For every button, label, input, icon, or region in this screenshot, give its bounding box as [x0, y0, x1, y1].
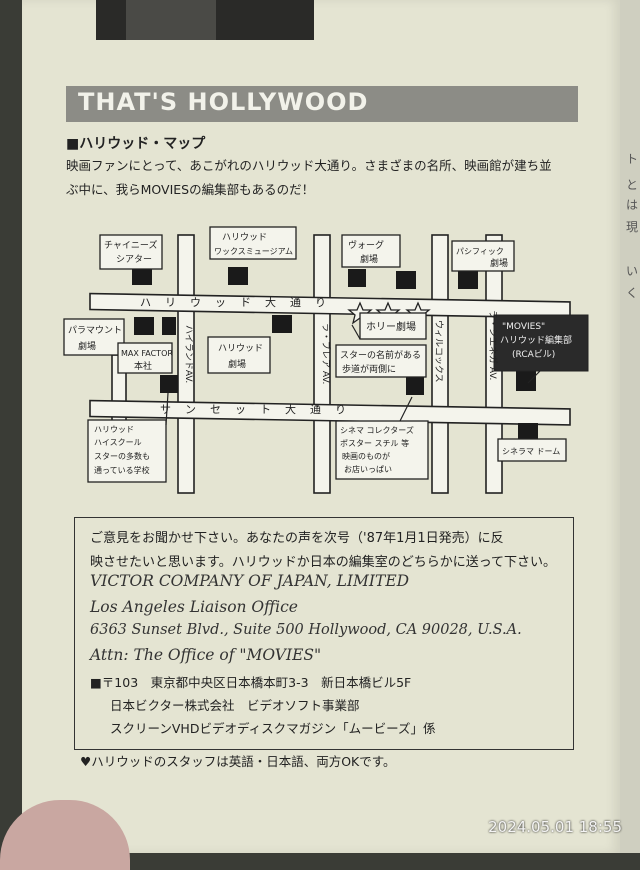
place-label: パシフィック	[456, 247, 504, 256]
edge-char: 現	[626, 220, 639, 234]
place-label: 通っている学校	[94, 465, 150, 475]
edge-char: と	[626, 178, 639, 192]
pointer-line	[165, 392, 169, 426]
place-label: (RCAビル)	[512, 349, 555, 360]
top-photo	[96, 0, 314, 40]
building-marker	[406, 377, 424, 395]
label-box	[99, 234, 163, 270]
street-label: ハリウッド大通り	[140, 295, 340, 309]
edge-char: は	[626, 198, 639, 212]
place-label: チャイニーズ	[104, 239, 157, 251]
place-label: 劇場	[78, 340, 96, 352]
building-marker	[134, 317, 154, 335]
japan-company: 日本ビクター株式会社 ビデオソフト事業部	[110, 698, 360, 713]
building-marker	[396, 271, 416, 289]
place-label: 歩道が両側に	[342, 363, 396, 375]
label-box	[207, 336, 271, 374]
place-label: シアター	[116, 254, 152, 265]
contact-intro: ご意見をお聞かせ下さい。あなたの声を次号（'87年1月1日発売）に反 映させたい…	[90, 527, 565, 575]
footer-note: ♥ハリウッドのスタッフは英語・日本語、両方OKです。	[80, 754, 396, 769]
edge-char: い	[626, 264, 639, 278]
label-box	[63, 318, 125, 356]
label-box	[341, 234, 401, 268]
place-label: "MOVIES"	[502, 322, 545, 332]
photo-timestamp: 2024.05.01 18:55	[488, 818, 622, 836]
street-label: ラ・シエネガ AV.	[487, 310, 498, 380]
place-label: シネマ コレクターズ	[340, 425, 414, 435]
pointer-line	[399, 396, 413, 422]
place-label: スターの多数も	[94, 451, 150, 461]
building-marker	[272, 315, 292, 333]
office-name: Los Angeles Liaison Office	[90, 598, 298, 616]
building-marker	[160, 375, 178, 393]
contact-intro-line: 映させたいと思います。ハリウッドか日本の編集室のどちらかに送って下さい。	[90, 555, 557, 570]
label-box	[335, 420, 429, 480]
place-label: MAX FACTOR	[121, 349, 173, 358]
building-marker	[228, 267, 248, 285]
place-label: お店いっぱい	[344, 464, 392, 474]
label-box	[117, 342, 173, 374]
label-box	[359, 312, 427, 340]
japan-address: ■〒103 東京都中央区日本橋本町3-3 新日本橋ビル5F	[90, 675, 412, 690]
banner-title: THAT'S HOLLYWOOD	[78, 88, 369, 116]
intro-line: 映画ファンにとって、あこがれのハリウッド大通り。さまざまの名所、映画館が建ち並	[66, 158, 552, 173]
intro-text: 映画ファンにとって、あこがれのハリウッド大通り。さまざまの名所、映画館が建ち並 …	[66, 154, 576, 202]
place-label: ハイスクール	[94, 438, 142, 447]
pointer-line	[351, 324, 361, 340]
building-marker	[348, 269, 366, 287]
place-label: ポスター スチル 等	[340, 438, 409, 448]
place-label: ハリウッド編集部	[500, 334, 572, 346]
place-label: パラマウント	[68, 325, 122, 336]
place-label: ワックスミュージアム	[214, 247, 293, 256]
building-marker	[518, 423, 538, 443]
place-label: ハリウッド	[94, 425, 134, 434]
intro-line: ぶ中に、我らMOVIESの編集部もあるのだ！	[66, 182, 315, 197]
company-name: VICTOR COMPANY OF JAPAN, LIMITED	[90, 572, 410, 590]
label-box	[497, 438, 567, 462]
place-label: スターの名前がある	[340, 349, 421, 361]
place-label: ホリー劇場	[366, 320, 416, 333]
place-label: ハリウッド	[222, 232, 267, 243]
street-label: ラ・ブレア AV.	[320, 323, 332, 384]
building-marker	[162, 317, 176, 335]
sunset-blvd-street	[89, 399, 571, 426]
place-label: ヴォーグ	[348, 239, 384, 251]
street-label: サンセット大通り	[160, 402, 360, 416]
label-box	[209, 226, 297, 260]
place-label: 本社	[134, 360, 152, 372]
japan-department: スクリーンVHDビデオディスクマガジン「ムービーズ」係	[110, 721, 436, 736]
label-box	[451, 240, 515, 272]
place-label: 映画のものが	[342, 451, 390, 461]
street-label: ハイランドAV.	[183, 325, 194, 383]
pointer-line	[527, 370, 541, 384]
hollywood-blvd-street	[89, 292, 571, 319]
facing-page-edge	[620, 0, 640, 853]
section-banner	[66, 86, 578, 122]
office-address: 6363 Sunset Blvd., Suite 500 Hollywood, …	[90, 622, 522, 638]
place-label: 劇場	[490, 257, 508, 269]
label-box	[335, 344, 427, 378]
place-label: シネラマ ドーム	[502, 447, 560, 456]
place-label: 劇場	[360, 253, 378, 265]
building-marker	[132, 267, 152, 285]
contact-intro-line: ご意見をお聞かせ下さい。あなたの声を次号（'87年1月1日発売）に反	[90, 531, 504, 546]
place-label: 劇場	[228, 358, 246, 370]
section-heading: ■ハリウッド・マップ	[66, 136, 206, 152]
attention-line: Attn: The Office of "MOVIES"	[90, 646, 322, 664]
building-marker	[458, 271, 478, 289]
street-label: ウィルコックス	[433, 320, 444, 383]
contact-box	[74, 517, 574, 750]
place-label: ハリウッド	[218, 343, 263, 354]
edge-char: く	[626, 286, 639, 300]
label-box	[87, 419, 167, 483]
building-marker	[516, 371, 536, 391]
hollywood-map: ハリウッド大通り サンセット大通り ハイランドAV. ラ・ブレア AV. ウィル…	[63, 226, 589, 494]
edge-char: ト	[626, 152, 639, 166]
movies-office-box	[493, 314, 589, 372]
